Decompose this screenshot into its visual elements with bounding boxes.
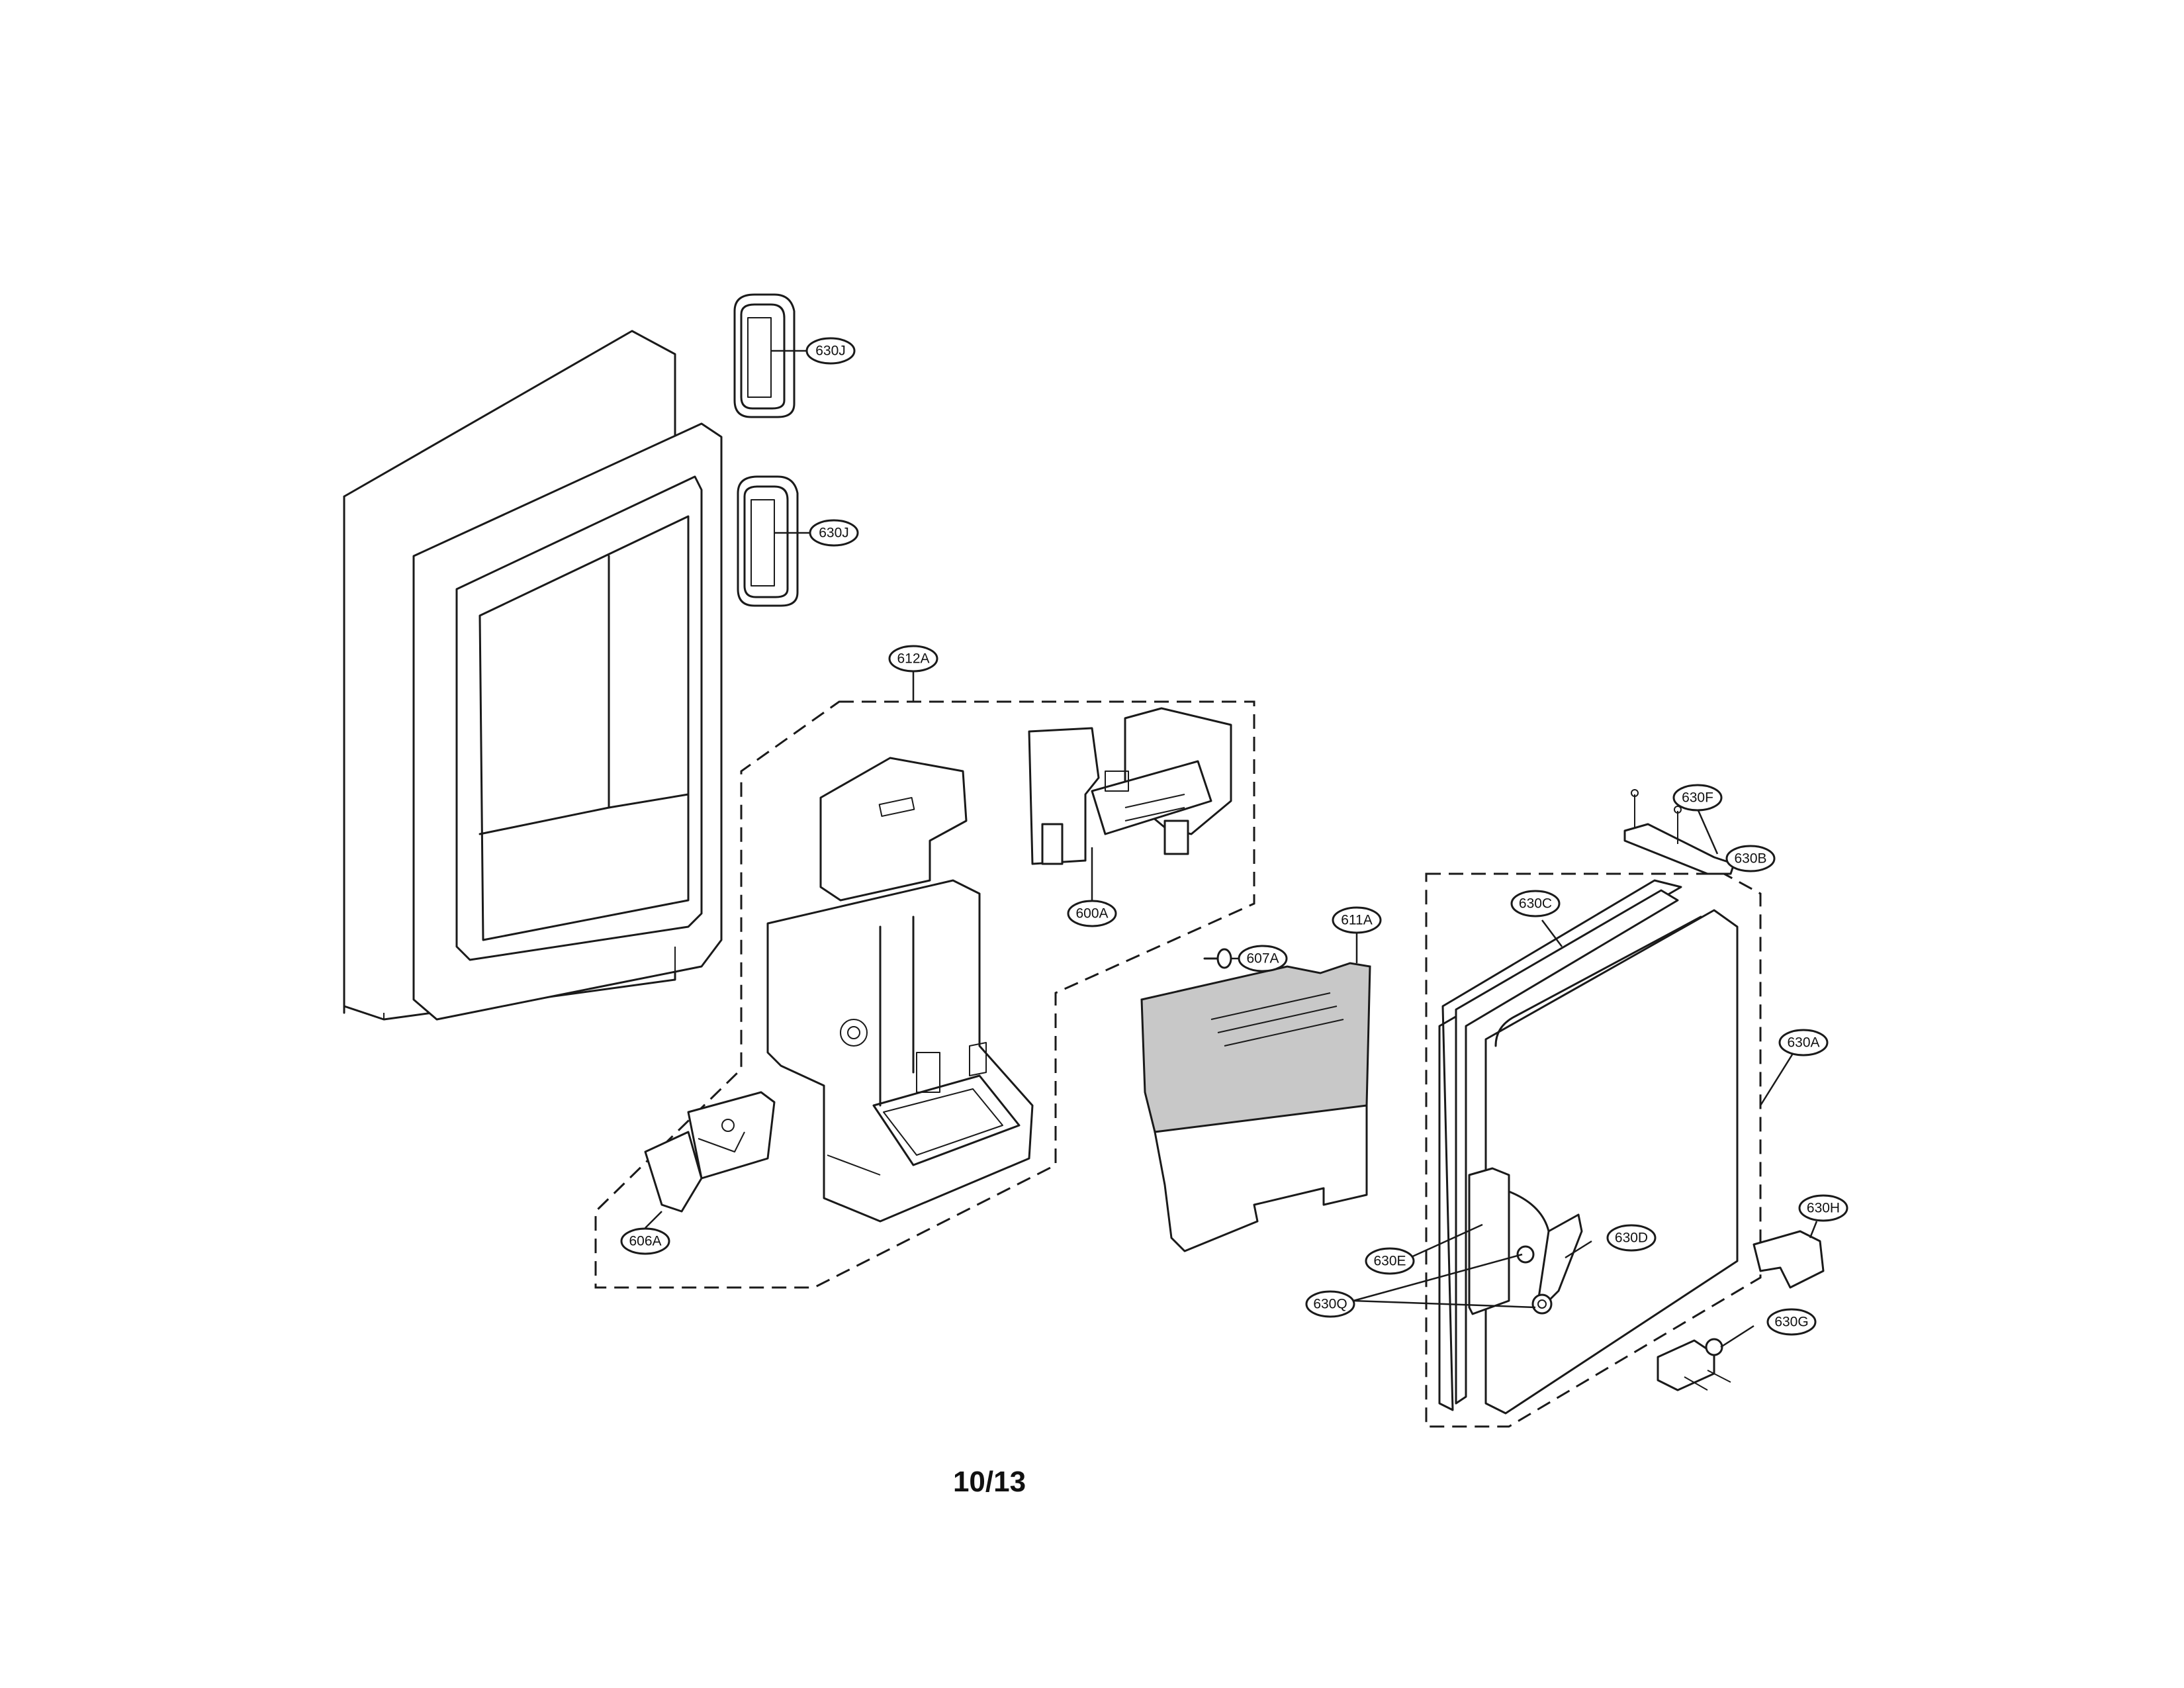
callout-label: 630C (1519, 896, 1552, 912)
callout-611a: 611A (1332, 906, 1382, 934)
callout-label: 606A (629, 1234, 661, 1249)
page-number: 10/13 (953, 1466, 1026, 1498)
auger-motor-part (1028, 707, 1232, 900)
callout-label: 630D (1615, 1231, 1648, 1246)
callout-612a: 612A (888, 645, 938, 673)
callout-630a: 630A (1778, 1029, 1829, 1056)
flap-606a-part (644, 1091, 776, 1229)
callout-630b: 630B (1725, 845, 1776, 872)
dispenser-cover-part (1140, 933, 1371, 1252)
callout-label: 630E (1373, 1254, 1406, 1269)
callout-label: 607A (1246, 951, 1279, 966)
hinge-630f-part (1623, 789, 1735, 875)
callout-label: 611A (1341, 913, 1373, 928)
callout-630j-bottom: 630J (809, 519, 859, 547)
callout-label: 612A (897, 651, 929, 667)
dispenser-housing-part (766, 757, 1034, 1223)
callout-606a: 606A (620, 1227, 670, 1255)
callout-label: 630J (815, 344, 846, 359)
callout-label: 630J (819, 526, 849, 541)
gasket-630j-bottom-part (737, 475, 811, 607)
door-lever-part (1353, 1167, 1592, 1315)
freezer-door-part (343, 330, 723, 1021)
callout-630q: 630Q (1305, 1290, 1355, 1318)
callout-630d: 630D (1606, 1224, 1657, 1252)
callout-label: 630Q (1313, 1297, 1347, 1312)
callout-label: 600A (1075, 906, 1108, 921)
callout-label: 630A (1787, 1035, 1819, 1051)
callout-label: 630B (1734, 851, 1766, 867)
bracket-630g-part (1657, 1325, 1754, 1391)
dispenser-door-part (1438, 879, 1739, 1415)
assembly-612a-boundary (594, 700, 1255, 1289)
callout-label: 630G (1774, 1315, 1808, 1330)
callout-607a: 607A (1238, 945, 1288, 972)
bracket-630h-part (1752, 1221, 1825, 1289)
callout-600a: 600A (1067, 900, 1117, 927)
callout-630f: 630F (1672, 784, 1723, 812)
callout-label: 630F (1682, 790, 1713, 806)
callout-630j-top: 630J (805, 337, 856, 365)
gasket-630j-top-part (733, 293, 807, 418)
callout-630h: 630H (1798, 1194, 1848, 1222)
callout-630c: 630C (1510, 890, 1561, 917)
callout-630e: 630E (1365, 1247, 1415, 1275)
callout-630g: 630G (1766, 1308, 1817, 1336)
callout-label: 630H (1807, 1201, 1840, 1216)
pin-607a-part (1203, 948, 1239, 969)
